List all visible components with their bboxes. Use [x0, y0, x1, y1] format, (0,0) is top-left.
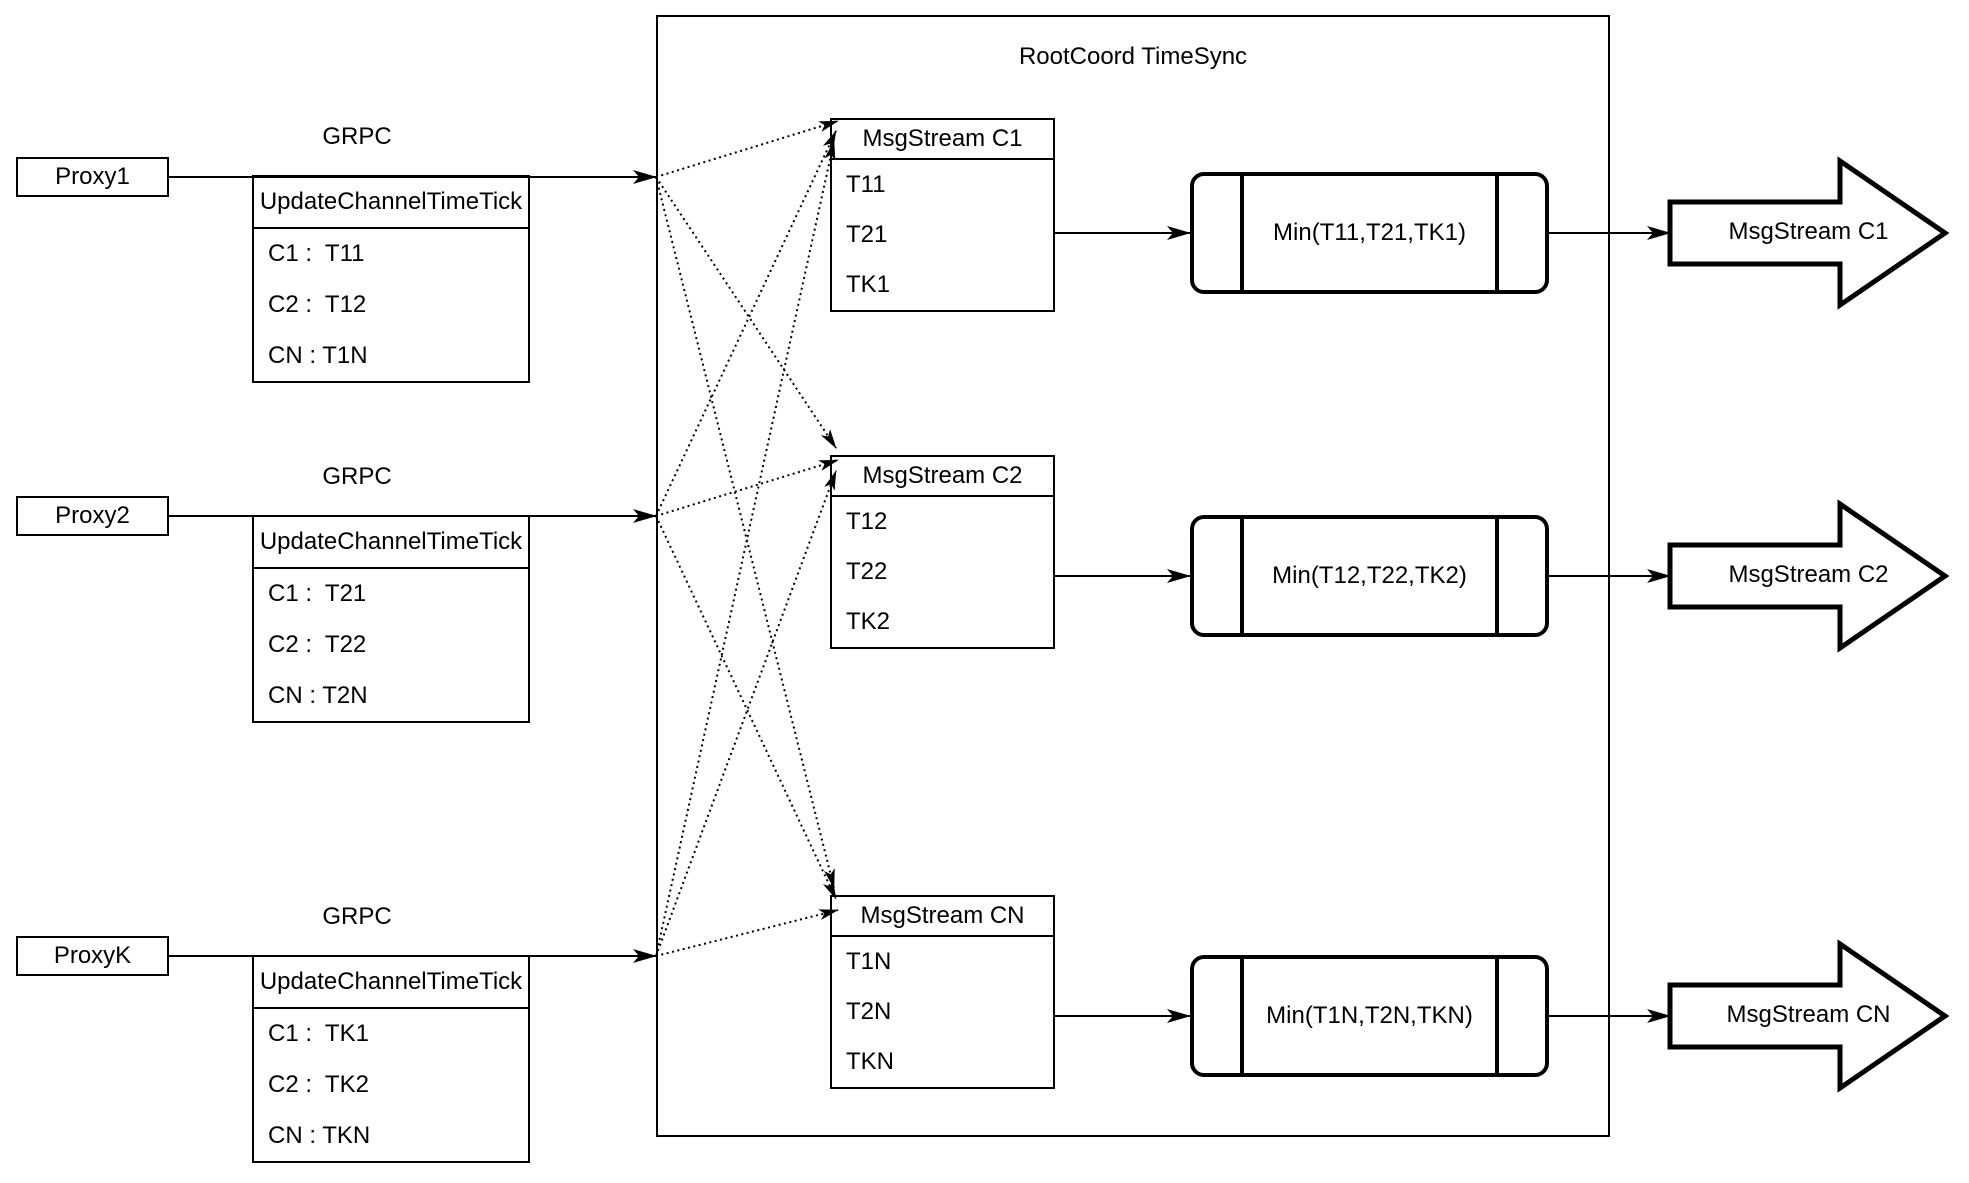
msgstream-table-1: MsgStream C1 T11 T21 TK1: [830, 118, 1055, 312]
min-label: Min(T11,T21,TK1): [1273, 219, 1466, 246]
rootcoord-title: RootCoord TimeSync: [1018, 43, 1248, 70]
output-stream-label-2: MsgStream C2: [1728, 561, 1889, 588]
min-node-divider: [1495, 959, 1499, 1073]
min-reducer-node-1: Min(T11,T21,TK1): [1190, 172, 1549, 294]
table-row: T2N: [846, 998, 892, 1025]
min-label: Min(T12,T22,TK2): [1272, 562, 1467, 589]
table-header: UpdateChannelTimeTick: [254, 957, 528, 1009]
min-node-divider: [1240, 959, 1244, 1073]
table-row: CN : T1N: [268, 341, 368, 369]
table-row: T22: [846, 558, 888, 585]
table-row: C1 : T21: [268, 580, 367, 608]
table-row: T12: [846, 508, 888, 535]
update-timetick-table-1: UpdateChannelTimeTick C1 : T11 C2 : T12 …: [252, 175, 530, 383]
grpc-label-1: GRPC: [322, 123, 392, 150]
proxy-box-3: ProxyK: [16, 936, 169, 976]
table-header: UpdateChannelTimeTick: [254, 517, 528, 569]
msgstream-table-3: MsgStream CN T1N T2N TKN: [830, 895, 1055, 1089]
proxy-box-2: Proxy2: [16, 496, 169, 536]
table-row: C1 : T11: [268, 240, 365, 268]
table-header: UpdateChannelTimeTick: [254, 177, 528, 229]
table-row: C1 : TK1: [268, 1020, 369, 1048]
table-row: C2 : TK2: [268, 1071, 369, 1098]
proxy-box-1: Proxy1: [16, 157, 169, 197]
table-row: T21: [846, 221, 888, 248]
min-node-divider: [1240, 176, 1244, 290]
table-header: MsgStream CN: [832, 897, 1053, 937]
table-row: T1N: [846, 948, 892, 975]
min-label: Min(T1N,T2N,TKN): [1266, 1002, 1473, 1029]
table-row: TK1: [846, 271, 891, 298]
min-reducer-node-2: Min(T12,T22,TK2): [1190, 515, 1549, 637]
min-node-divider: [1240, 519, 1244, 633]
table-row: CN : T2N: [268, 681, 368, 709]
grpc-label-2: GRPC: [322, 463, 392, 490]
grpc-label-3: GRPC: [322, 903, 392, 930]
output-stream-label-1: MsgStream C1: [1728, 218, 1889, 245]
msgstream-table-2: MsgStream C2 T12 T22 TK2: [830, 455, 1055, 649]
table-header: MsgStream C1: [832, 120, 1053, 160]
output-block-arrows: [1667, 156, 1950, 1093]
table-row: CN : TKN: [268, 1121, 371, 1149]
table-row: TKN: [846, 1048, 894, 1075]
table-header: MsgStream C2: [832, 457, 1053, 497]
table-row: TK2: [846, 608, 891, 635]
update-timetick-table-3: UpdateChannelTimeTick C1 : TK1 C2 : TK2 …: [252, 955, 530, 1163]
table-row: C2 : T22: [268, 631, 367, 658]
min-node-divider: [1495, 519, 1499, 633]
output-stream-label-3: MsgStream CN: [1726, 1001, 1891, 1028]
table-row: C2 : T12: [268, 291, 367, 318]
update-timetick-table-2: UpdateChannelTimeTick C1 : T21 C2 : T22 …: [252, 515, 530, 723]
min-reducer-node-3: Min(T1N,T2N,TKN): [1190, 955, 1549, 1077]
min-node-divider: [1495, 176, 1499, 290]
table-row: T11: [846, 171, 886, 198]
